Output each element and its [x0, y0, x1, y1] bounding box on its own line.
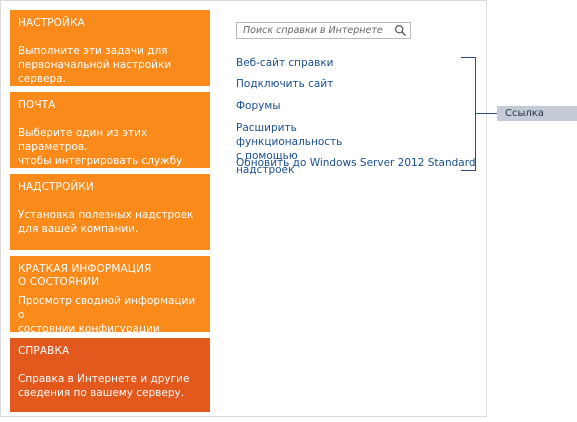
search-icon[interactable]	[394, 24, 407, 37]
link-connect-site[interactable]: Подключить сайт	[236, 78, 334, 90]
link-forums[interactable]: Форумы	[236, 100, 281, 112]
tile-help[interactable]: СПРАВКА Справка в Интернете и другие све…	[10, 338, 210, 412]
tile-mail-title: ПОЧТА	[18, 99, 56, 111]
callout-connector	[476, 113, 497, 114]
callout-bracket	[461, 57, 476, 171]
tile-setup-description: Выполните эти задачи для первоначальной …	[18, 45, 172, 85]
tile-setup-title: НАСТРОЙКА	[18, 17, 85, 29]
tile-status-title: КРАТКАЯ ИНФОРМАЦИЯ О СОСТОЯНИИ	[18, 263, 152, 288]
tile-status[interactable]: КРАТКАЯ ИНФОРМАЦИЯ О СОСТОЯНИИ Просмотр …	[10, 256, 210, 349]
tile-mail[interactable]: ПОЧТА Выберите один из этих параметров, …	[10, 92, 210, 181]
link-extend-functionality[interactable]: Расширить функциональность с помощью над…	[236, 122, 343, 176]
callout-label: Ссылка	[497, 106, 577, 121]
tile-addins-title: НАДСТРОЙКИ	[18, 181, 94, 193]
link-upgrade-windows-server[interactable]: Обновить до Windows Server 2012 Standard	[236, 157, 476, 169]
tile-addins-description: Установка полезных надстроек для вашей к…	[18, 209, 194, 235]
tile-addins[interactable]: НАДСТРОЙКИ Установка полезных надстроек …	[10, 174, 210, 250]
tile-help-title: СПРАВКА	[18, 345, 70, 357]
tile-help-description: Справка в Интернете и другие сведения по…	[18, 373, 190, 399]
help-search-box	[236, 22, 411, 39]
help-search-input[interactable]	[237, 23, 393, 38]
tile-setup[interactable]: НАСТРОЙКА Выполните эти задачи для перво…	[10, 10, 210, 86]
link-help-website[interactable]: Веб-сайт справки	[236, 57, 334, 69]
